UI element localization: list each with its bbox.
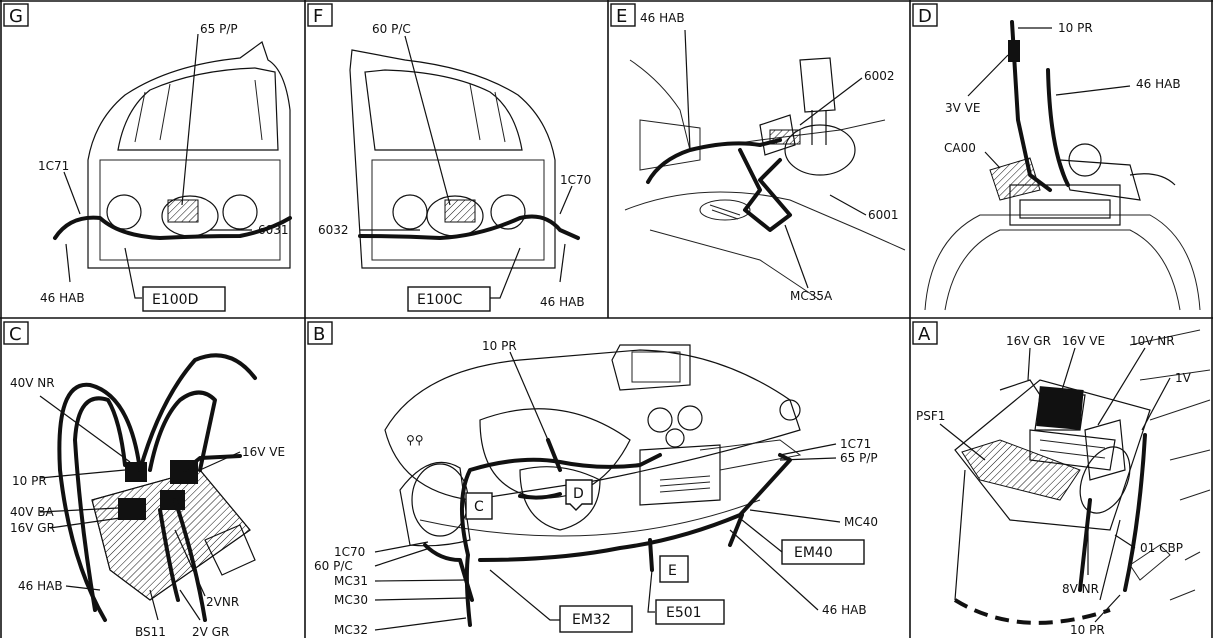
label-46-hab-g: 46 HAB	[40, 291, 85, 305]
label-bs11: BS11	[135, 625, 166, 638]
label-16v-ve-c: 16V VE	[242, 445, 285, 459]
dashboard-b-drawing: ⚲⚲	[384, 344, 802, 627]
label-65-pp: 65 P/P	[200, 22, 238, 36]
label-16v-gr-a: 16V GR	[1006, 334, 1051, 348]
label-40v-ba: 40V BA	[10, 505, 55, 519]
label-60-pc: 60 P/C	[372, 22, 411, 36]
label-10-pr-a: 10 PR	[1070, 623, 1105, 637]
label-mc31: MC31	[334, 574, 368, 588]
label-ca00: CA00	[944, 141, 976, 155]
label-10-pr-d: 10 PR	[1058, 21, 1093, 35]
console-e-drawing	[624, 57, 906, 301]
callout-c: C	[474, 499, 484, 515]
label-mc35a: MC35A	[790, 289, 833, 303]
connector-em40: EM40	[794, 545, 833, 561]
label-mc32: MC32	[334, 623, 368, 637]
panel-e-letter: E	[616, 6, 627, 27]
label-46-hab-c: 46 HAB	[18, 579, 63, 593]
label-3v-ve: 3V VE	[945, 101, 980, 115]
panel-f-letter: F	[313, 6, 323, 27]
label-8v-nr: 8V NR	[1062, 582, 1099, 596]
label-6002: 6002	[864, 69, 895, 83]
label-10-pr-b: 10 PR	[482, 339, 517, 353]
label-1c71-b: 1C71	[840, 437, 871, 451]
label-mc30: MC30	[334, 593, 368, 607]
panel-b-letter: B	[313, 324, 325, 345]
label-1c70: 1C70	[560, 173, 591, 187]
label-46-hab-b: 46 HAB	[822, 603, 867, 617]
label-16v-gr-c: 16V GR	[10, 521, 55, 535]
connector-e100d: E100D	[152, 292, 198, 308]
label-mc40: MC40	[844, 515, 878, 529]
label-2vnr: 2VNR	[206, 595, 239, 609]
label-6032: 6032	[318, 223, 349, 237]
panel-g-letter: G	[9, 6, 23, 27]
label-10-pr-c: 10 PR	[12, 474, 47, 488]
label-1c71: 1C71	[38, 159, 69, 173]
label-46-hab-e: 46 HAB	[640, 11, 685, 25]
panel-a: A 16V GR 16V VE 10V NR 1V PSF1	[912, 321, 1211, 637]
label-10v-nr: 10V NR	[1130, 334, 1175, 348]
door-f-drawing	[349, 49, 580, 269]
label-46-hab-d: 46 HAB	[1136, 77, 1181, 91]
panel-c-letter: C	[9, 324, 22, 345]
connector-e100c: E100C	[417, 292, 463, 308]
panel-d-letter: D	[918, 6, 932, 27]
panel-d: D 10 PR 3V VE 46 HAB CA00	[912, 3, 1201, 311]
panel-g: G 65 P/P 1C71 6031 46 HAB E100D	[3, 3, 292, 312]
panel-a-letter: A	[918, 324, 931, 345]
steering-column-d-drawing	[924, 20, 1201, 311]
label-1v: 1V	[1175, 371, 1192, 385]
dash-icon-glyph: ⚲⚲	[406, 433, 424, 447]
label-65-pp-b: 65 P/P	[840, 451, 878, 465]
label-16v-ve-a: 16V VE	[1062, 334, 1105, 348]
connector-e501: E501	[666, 605, 702, 621]
label-6031: 6031	[258, 223, 289, 237]
callout-e: E	[668, 563, 677, 579]
label-psf1: PSF1	[916, 409, 945, 423]
label-6001: 6001	[868, 208, 899, 222]
label-1c70-b: 1C70	[334, 545, 365, 559]
callout-d: D	[573, 486, 584, 502]
panel-e: E 46 HAB 6002 6001 MC35A	[610, 3, 906, 303]
label-40v-nr: 40V NR	[10, 376, 55, 390]
panel-f: F 60 P/C 1C70 6032 46 HAB E100C	[307, 3, 591, 312]
bsi-unit-c-drawing	[57, 353, 257, 622]
label-2v-gr: 2V GR	[192, 625, 229, 638]
connector-em32: EM32	[572, 612, 611, 628]
label-01-cbp: 01 CBP	[1140, 541, 1183, 555]
label-60-pc-b: 60 P/C	[314, 559, 353, 573]
label-46-hab-f: 46 HAB	[540, 295, 585, 309]
panel-c: C 40V NR 16V VE 10 PR 40V BA 16V GR 46	[3, 321, 285, 638]
door-g-drawing	[53, 41, 292, 269]
fuse-box-a-drawing	[953, 329, 1211, 625]
panel-b: B ⚲⚲ 10 PR 1C71	[307, 321, 878, 637]
